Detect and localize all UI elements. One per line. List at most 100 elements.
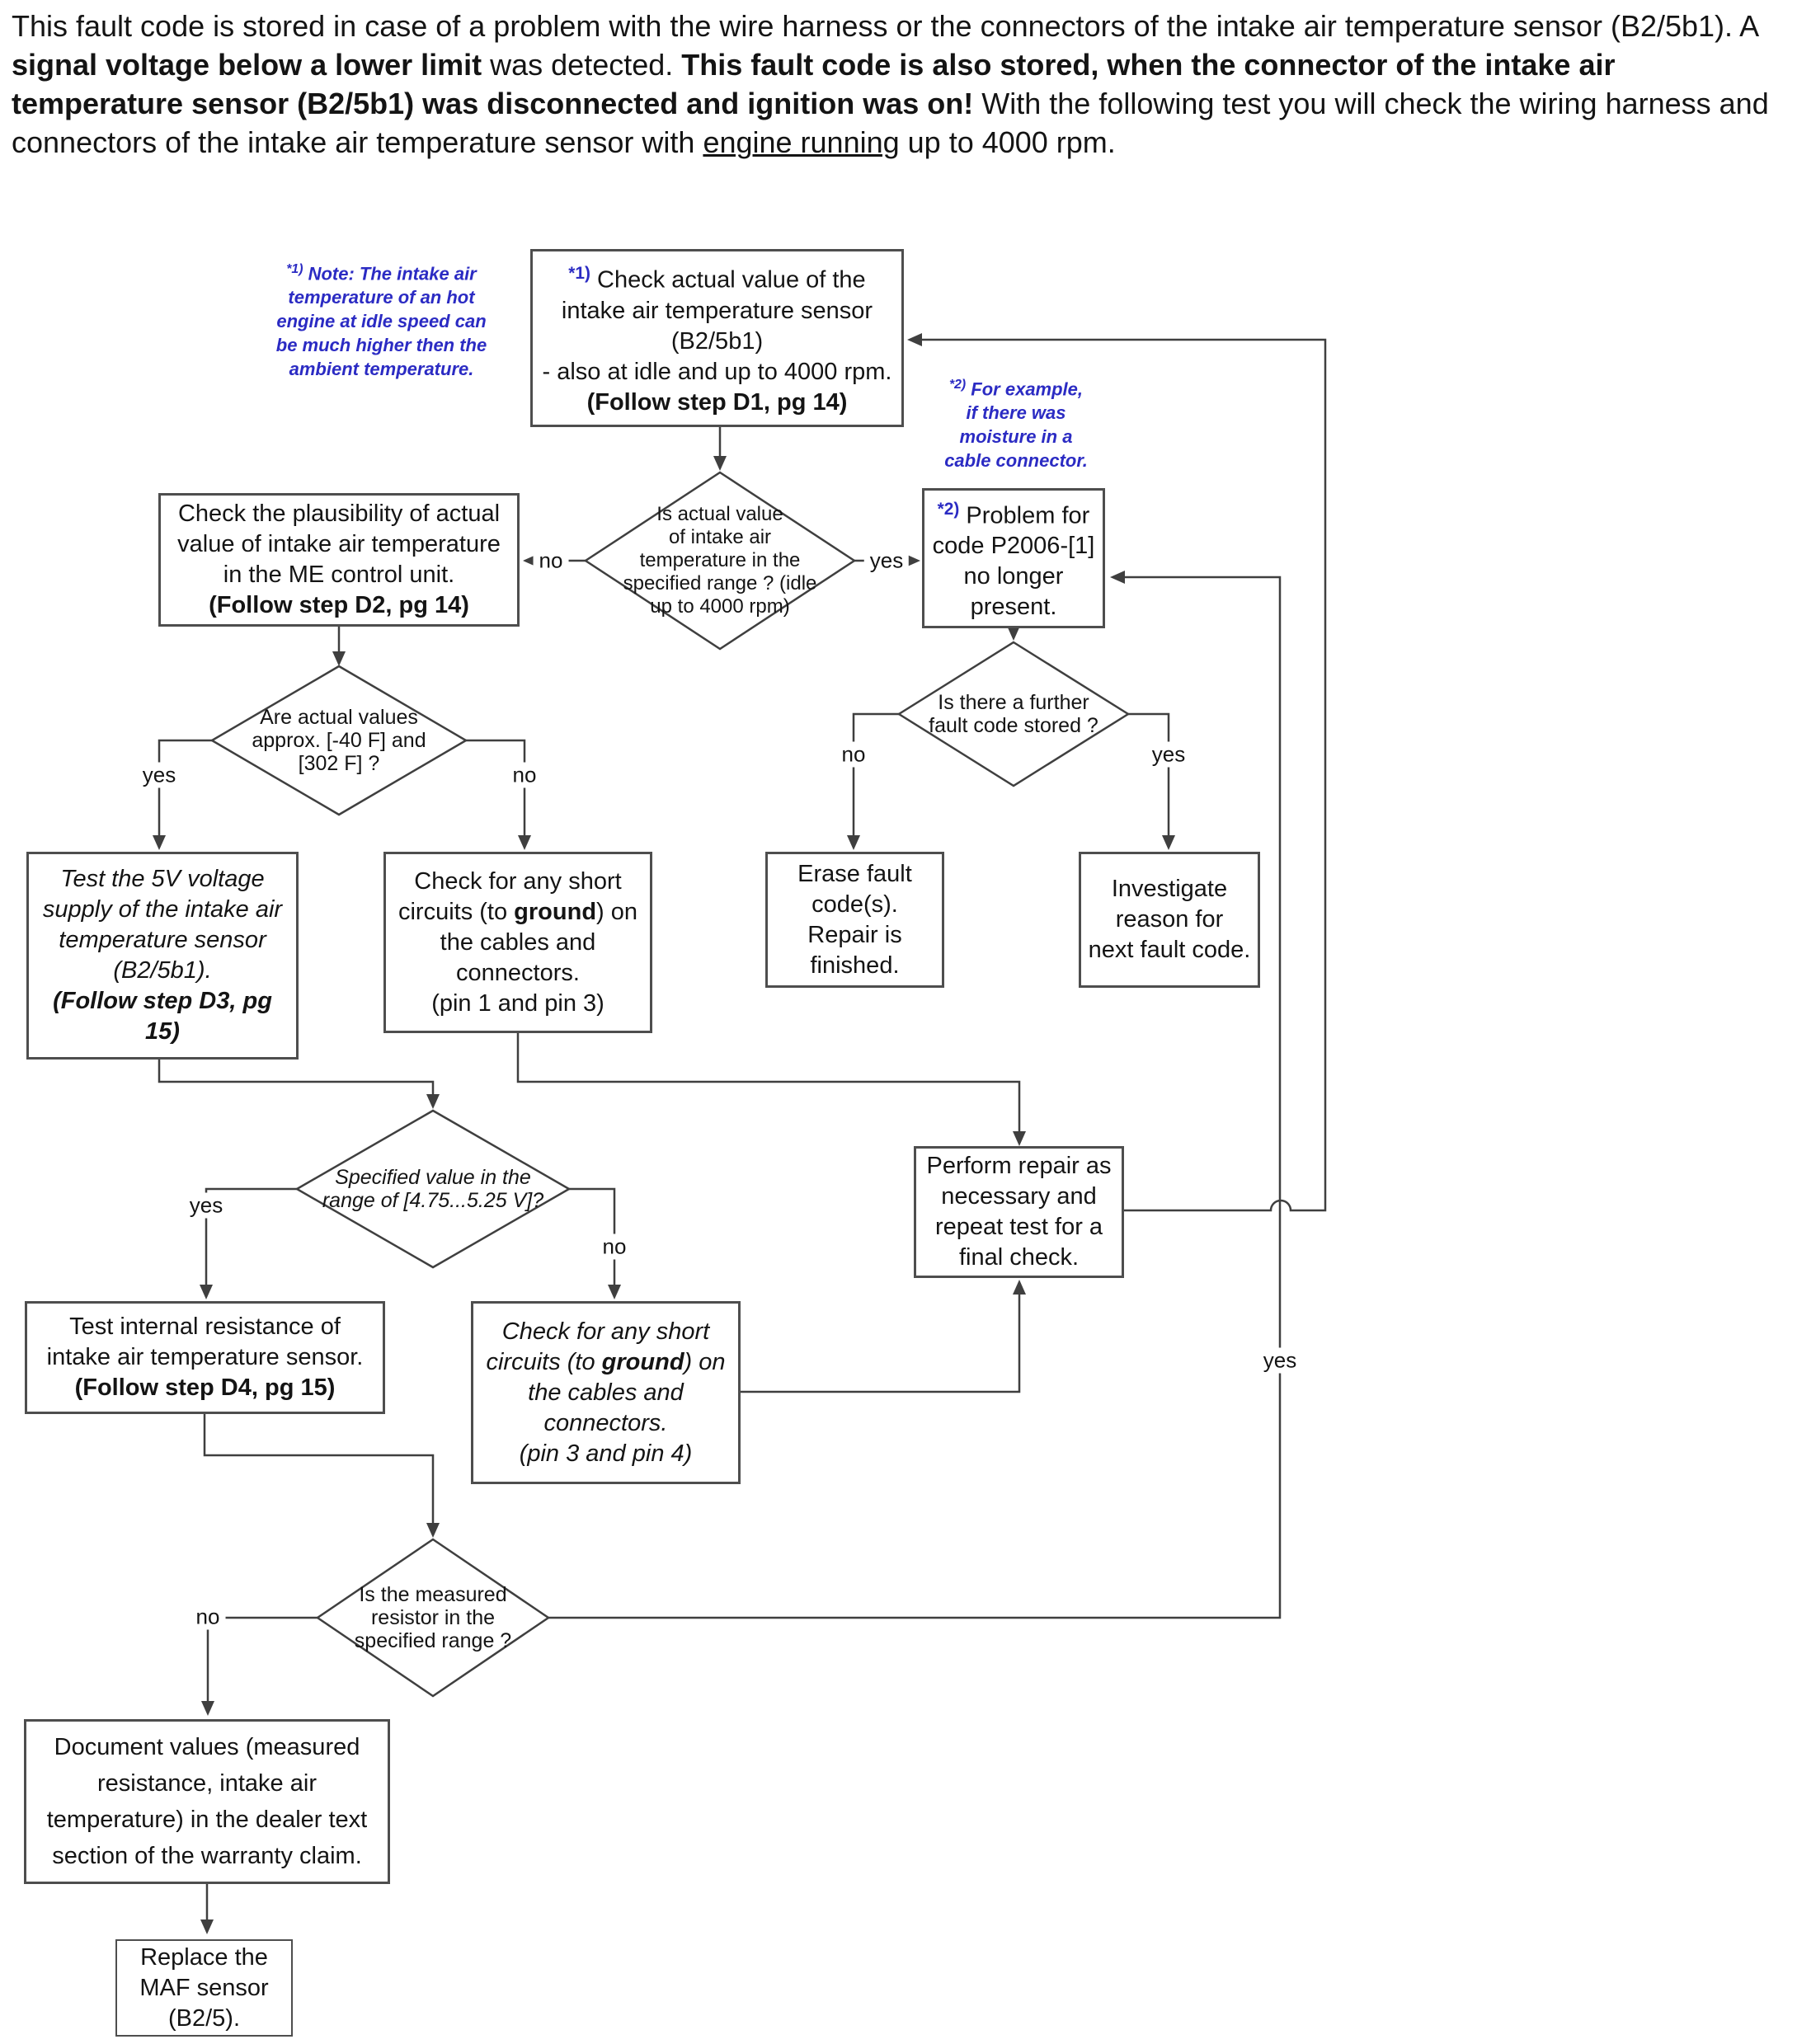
note-1-line: temperature of an hot [288, 287, 475, 308]
label-d4-no: no [596, 1233, 633, 1260]
node-line: connectors. [456, 959, 580, 986]
node-test-5v-supply: Test the 5V voltage supply of the intake… [26, 852, 299, 1060]
intro-segment: up to 4000 rpm. [899, 125, 1116, 159]
node-line: - also at idle and up to 4000 rpm. [542, 358, 892, 385]
node-line: resistance, intake air [97, 1770, 317, 1797]
node-line: temperature sensor [59, 927, 266, 953]
node-line: temperature) in the dealer text [46, 1807, 368, 1833]
connector-internal-to-d5 [203, 1414, 435, 1534]
intro-segment: With the following test you will check t… [12, 87, 1769, 159]
decision-further-fault-code-text: Is there a further fault code stored ? [898, 691, 1129, 737]
node-line: supply of the intake air [42, 896, 283, 923]
decision-resistor-range-text: Is the measured resistor in the specifie… [318, 1583, 548, 1652]
decision-line: Is the measured [359, 1583, 507, 1606]
connector-d2-yes [158, 739, 212, 847]
decision-diamond-temp-in-range [583, 471, 857, 651]
node-line: final check. [958, 1244, 1080, 1271]
arrowhead [518, 835, 531, 850]
node-line: value of intake air temperature [177, 531, 501, 557]
node-line: section of the warranty claim. [52, 1843, 362, 1869]
node-replace-maf-sensor: Replace the MAF sensor (B2/5). [115, 1939, 293, 2037]
node-line: no longer [963, 563, 1064, 590]
node-line: (pin 3 and pin 4) [519, 1440, 693, 1467]
node-line: (Follow step D1, pg 14) [586, 388, 848, 416]
connector-5v-to-d4 [158, 1060, 435, 1106]
node-line: code(s). [811, 890, 898, 918]
decision-line: up to 4000 rpm) [650, 595, 790, 618]
node-erase-fault-codes: Erase fault code(s). Repair is finished. [765, 852, 944, 988]
node-line-bold: ground [514, 898, 597, 925]
label-d1-yes: yes [863, 547, 910, 574]
decision-diamond-actual-values [209, 665, 468, 816]
arrowhead [200, 1285, 213, 1299]
label-d5-no: no [190, 1604, 226, 1630]
arrowhead [332, 651, 346, 666]
arrowhead [608, 1285, 621, 1299]
connector-d5-yes [548, 576, 1282, 1619]
node-line: (Follow step D4, pg 15) [74, 1374, 336, 1401]
arrowhead [1110, 571, 1125, 584]
node-line: finished. [810, 952, 900, 979]
label-d1-no: no [533, 547, 569, 574]
decision-diamond-further-fault-code [896, 641, 1131, 787]
decision-line: resistor in the [370, 1606, 496, 1629]
decision-5v-range-text: Specified value in the range of [4.75...… [301, 1166, 565, 1212]
note-2-line: cable connector. [944, 450, 1088, 472]
intro-segment: This fault code is stored in case of a p… [12, 9, 1758, 43]
node-line: Check for any short [414, 867, 622, 895]
node-document-values: Document values (measured resistance, in… [24, 1719, 390, 1884]
note-1-marker: *1) [286, 262, 303, 276]
arrowhead [1007, 626, 1020, 641]
arrowhead [1013, 1131, 1026, 1146]
label-d3-no: no [835, 741, 872, 768]
note-1-line: Note: The intake air [303, 263, 477, 284]
note-2-line: if there was [966, 402, 1066, 424]
decision-line: Are actual values [260, 706, 418, 729]
node-line: (B2/5b1) [670, 327, 764, 355]
connector-d2-no [466, 739, 526, 847]
decision-diamond-5v-range [294, 1109, 572, 1269]
decision-line: range of [322, 1189, 404, 1212]
decision-line: approx. [-40 F] and [252, 729, 426, 752]
node-line: Check actual value of the [590, 266, 866, 294]
decision-line: specified range ? (idle [623, 572, 817, 594]
node-check-short-pin1-pin3: Check for any short circuits (to ground)… [383, 852, 652, 1033]
node-problem-no-longer-present: *2) Problem for code P2006-[1] no longer… [922, 488, 1105, 628]
node-line: (Follow step D2, pg 14) [209, 592, 469, 618]
node-line: repeat test for a [934, 1214, 1103, 1240]
node-line: Investigate [1111, 876, 1228, 902]
node-line: intake air temperature sensor [561, 297, 873, 324]
connector-d3-yes [1128, 712, 1170, 847]
decision-diamond-resistor-range [315, 1538, 551, 1698]
decision-line-bold: [4.75 [403, 1189, 450, 1212]
node-line: ) on [684, 1348, 726, 1375]
node-line-bold: ground [601, 1348, 684, 1375]
label-d2-no: no [506, 762, 543, 788]
note-2-line: For example, [966, 378, 1084, 400]
node-line: ) on [596, 898, 638, 925]
decision-line: temperature in the [639, 549, 801, 571]
arrowhead [713, 456, 727, 471]
connector-d4-no [569, 1187, 616, 1296]
decision-line: Is there a further [938, 691, 1089, 714]
arrowhead [906, 554, 920, 567]
note-1-line: be much higher then the [275, 335, 487, 356]
label-d3-yes: yes [1145, 741, 1192, 768]
node-line: (Follow step D3, pg [53, 988, 272, 1014]
footnote-marker: *1) [568, 264, 590, 284]
note-1: *1) Note: The intake air temperature of … [260, 257, 503, 381]
decision-temp-in-range-text: Is actual value of intake air temperatur… [592, 503, 848, 618]
arrowhead [153, 835, 166, 850]
node-line: in the ME control unit. [223, 562, 455, 588]
label-d4-yes: yes [183, 1192, 229, 1219]
arrowhead [426, 1094, 440, 1109]
decision-line: of intake air [668, 526, 772, 548]
node-line: Test internal resistance of [69, 1313, 341, 1340]
intro-segment-bold: signal voltage below a lower limit [12, 48, 482, 82]
decision-line: Specified value in the [335, 1166, 531, 1189]
node-check-short-pin3-pin4: Check for any short circuits (to ground)… [471, 1301, 741, 1484]
node-line: connectors. [543, 1409, 668, 1436]
intro-segment-underline: engine running [703, 125, 900, 159]
node-line: 15) [145, 1018, 180, 1045]
